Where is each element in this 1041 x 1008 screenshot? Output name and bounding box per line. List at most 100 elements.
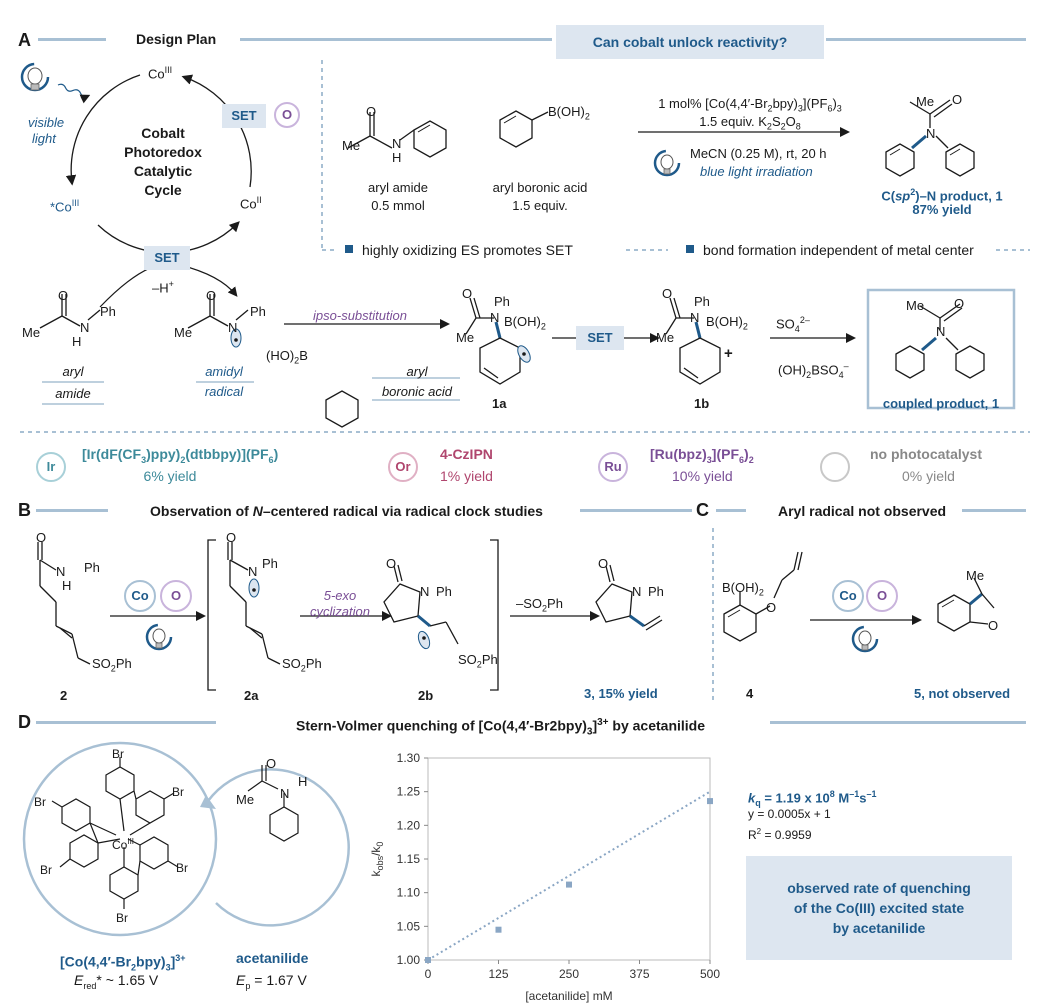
aryl-label-1: aryl — [62, 364, 84, 379]
x-axis-label: [acetanilide] mM — [525, 989, 612, 1003]
ru-catalyst-name: [Ru(bpz)3](PF6)2 — [650, 446, 754, 465]
exo-label: 5-exo — [323, 588, 357, 603]
section-a-title: Design Plan — [136, 31, 217, 47]
label-1b: 1b — [694, 396, 710, 411]
data-point — [566, 881, 572, 888]
coupled-n: N — [936, 324, 946, 339]
section-b-rule-left — [36, 509, 108, 512]
label-3: 3, 15% yield — [584, 686, 658, 701]
condition-light: blue light irradiation — [700, 164, 813, 179]
radical-clock-structures — [37, 539, 663, 691]
hob-label: (HO)2B — [266, 348, 308, 366]
y-tick-label: 1.20 — [397, 818, 421, 832]
no-catalyst-icon — [820, 452, 850, 482]
c-o-atom: O — [766, 600, 777, 615]
co-center: CoIII — [112, 837, 135, 852]
b2-nh: N — [56, 564, 66, 579]
y-tick-label: 1.25 — [397, 785, 421, 799]
acet-n: N — [280, 786, 290, 801]
cyclization-label: cyclization — [310, 604, 370, 619]
ered-label: Ered* ~ 1.65 V — [74, 972, 159, 991]
boron-sulfate-label: (OH)2BSO4– — [778, 361, 849, 380]
section-b-rule-right — [580, 509, 692, 512]
b2a-so2ph: SO2Ph — [282, 656, 322, 674]
section-a-letter: A — [18, 30, 31, 50]
x-tick-label: 125 — [488, 967, 508, 981]
data-point — [707, 798, 713, 805]
mech-n-2: N — [228, 320, 238, 335]
sulfate-label: SO42– — [776, 315, 810, 334]
kq-label: kq = 1.19 x 108 M–1s–1 — [748, 789, 877, 808]
light-bulb-icon — [145, 623, 173, 651]
question-box: Can cobalt unlock reactivity? — [556, 25, 824, 59]
fit-equation: y = 0.0005x + 1 — [748, 807, 831, 821]
ruthenium-badge: Ru — [598, 452, 628, 482]
light-label: light — [32, 131, 56, 146]
section-c-rule-left — [716, 509, 746, 512]
c-me: Me — [966, 568, 985, 583]
boronic-label-2: boronic acid — [381, 384, 453, 399]
x-tick-label: 250 — [559, 967, 579, 981]
b2a-ph: Ph — [262, 556, 278, 571]
data-point — [495, 926, 502, 933]
minus-h: –H+ — [152, 279, 174, 296]
note-line-1: observed rate of quenching — [787, 880, 971, 896]
data-point — [425, 957, 431, 963]
amide-n: N — [392, 136, 402, 151]
boronic-group: B(OH)2 — [548, 104, 590, 122]
co2-label: CoII — [240, 195, 262, 212]
amide-label-1: amide — [55, 386, 91, 401]
section-d-rule-right — [770, 721, 1026, 724]
minus-so2ph: –SO2Ph — [516, 596, 563, 614]
light-bulb-icon — [653, 149, 681, 177]
y-tick-label: 1.30 — [397, 751, 421, 765]
b2-o: O — [36, 530, 47, 545]
br-right: Br — [172, 785, 184, 799]
b3-n: N — [632, 584, 642, 599]
coupled-product-label: coupled product, 1 — [882, 396, 1000, 411]
cycle-title: Cobalt Photoredox Catalytic Cycle — [124, 125, 202, 198]
aryl-label-2: aryl — [406, 364, 428, 379]
bullet-2: bond formation independent of metal cent… — [703, 242, 974, 258]
label-1a: 1a — [492, 396, 507, 411]
amide-h: H — [392, 150, 402, 165]
mech-n-1: N — [80, 320, 90, 335]
quenching-note-box: observed rate of quenching of the Co(III… — [746, 856, 1012, 960]
condition-catalyst: 1 mol% [Co(4,4′-Br2bpy)3](PF6)3 — [658, 96, 842, 114]
y-axis-label: kobs/k0 — [369, 842, 385, 877]
acet-me: Me — [236, 792, 255, 807]
y-tick-label: 1.00 — [397, 953, 421, 967]
acet-o: O — [266, 756, 277, 771]
br-bottom: Br — [116, 911, 128, 925]
fit-line — [427, 790, 711, 961]
br-bottom-right: Br — [176, 861, 188, 875]
ir-yield: 6% yield — [143, 468, 197, 484]
mech-ph-2: Ph — [250, 304, 266, 319]
mech-o-1a: O — [462, 286, 473, 301]
aryl-amide-amount: 0.5 mmol — [371, 198, 425, 213]
ipso-label: ipso-substitution — [313, 308, 407, 323]
cation-plus: + — [724, 345, 733, 362]
section-d-title: Stern-Volmer quenching of [Co(4,4′-Br2bp… — [296, 717, 706, 738]
set-bottom-badge: SET — [144, 246, 190, 270]
light-bulb-icon — [20, 62, 50, 92]
section-a-rule-left — [38, 38, 106, 41]
oxidant-badge-b: O — [160, 580, 192, 612]
note-line-2: of the Co(III) excited state — [793, 900, 965, 916]
light-bulb-icon — [851, 625, 879, 653]
no-catalyst-yield: 0% yield — [902, 468, 955, 484]
product-me: Me — [916, 94, 935, 109]
mech-o-1b: O — [662, 286, 673, 301]
section-b-letter: B — [18, 500, 31, 520]
b2a-o: O — [226, 530, 237, 545]
mech-n-1a: N — [490, 310, 500, 325]
section-b-title: Observation of N–centered radical via ra… — [150, 503, 543, 519]
mech-boh-1b: B(OH)2 — [706, 314, 748, 332]
boronic-label: aryl boronic acid — [492, 180, 588, 195]
amide-me: Me — [342, 138, 361, 153]
mech-o-1: O — [58, 288, 69, 303]
visible-label: visible — [28, 115, 65, 130]
cobalt-badge-c: Co — [832, 580, 864, 612]
